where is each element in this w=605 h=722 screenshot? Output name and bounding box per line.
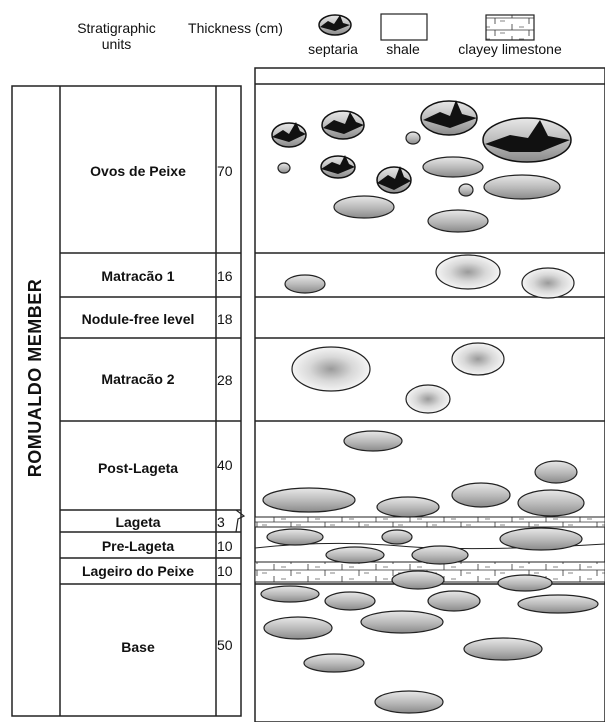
unit-lageiro-do-peixe: Lageiro do Peixe	[81, 563, 195, 579]
header-thickness-text: Thickness (cm)	[188, 20, 283, 36]
septaria-nodules	[271, 100, 572, 194]
thickness-base: 50	[217, 637, 233, 653]
header-stratigraphic-units: Stratigraphic units	[64, 20, 169, 52]
legend-clayey-limestone-label: clayey limestone	[458, 41, 562, 57]
thickness-pre-lageta: 10	[217, 538, 233, 554]
unit-matracao-2: Matracão 2	[101, 371, 175, 387]
unit-lageta: Lageta	[115, 514, 161, 530]
legend-clayey-limestone-icon	[485, 14, 535, 41]
legend-septaria-icon	[318, 14, 352, 36]
thickness-matracao-2: 28	[217, 372, 233, 388]
thickness-ovos-de-peixe: 70	[217, 163, 233, 179]
unit-post-lageta: Post-Lageta	[97, 460, 179, 476]
member-label: ROMUALDO MEMBER	[25, 278, 45, 478]
thickness-lageiro-do-peixe: 10	[217, 563, 233, 579]
unit-ovos-de-peixe: Ovos de Peixe	[90, 163, 186, 179]
header-units-text: Stratigraphic units	[77, 20, 156, 52]
unit-pre-lageta: Pre-Lageta	[101, 538, 175, 554]
unit-matracao-1: Matracão 1	[101, 268, 175, 284]
thickness-lageta: 3	[217, 514, 225, 530]
matracao-concretions	[291, 254, 575, 414]
stratigraphic-table	[11, 85, 246, 717]
legend-septaria-label: septaria	[308, 41, 358, 57]
thickness-matracao-1: 16	[217, 268, 233, 284]
thickness-post-lageta: 40	[217, 457, 233, 473]
unit-nodule-free-level: Nodule-free level	[81, 311, 195, 327]
header-thickness: Thickness (cm)	[188, 20, 283, 36]
shale-nodules	[260, 131, 599, 714]
thickness-nodule-free-level: 18	[217, 311, 233, 327]
legend-shale-label: shale	[386, 41, 420, 57]
limestone-band-lageta	[254, 516, 605, 528]
unit-base: Base	[121, 639, 155, 655]
legend-shale-icon	[380, 13, 428, 41]
